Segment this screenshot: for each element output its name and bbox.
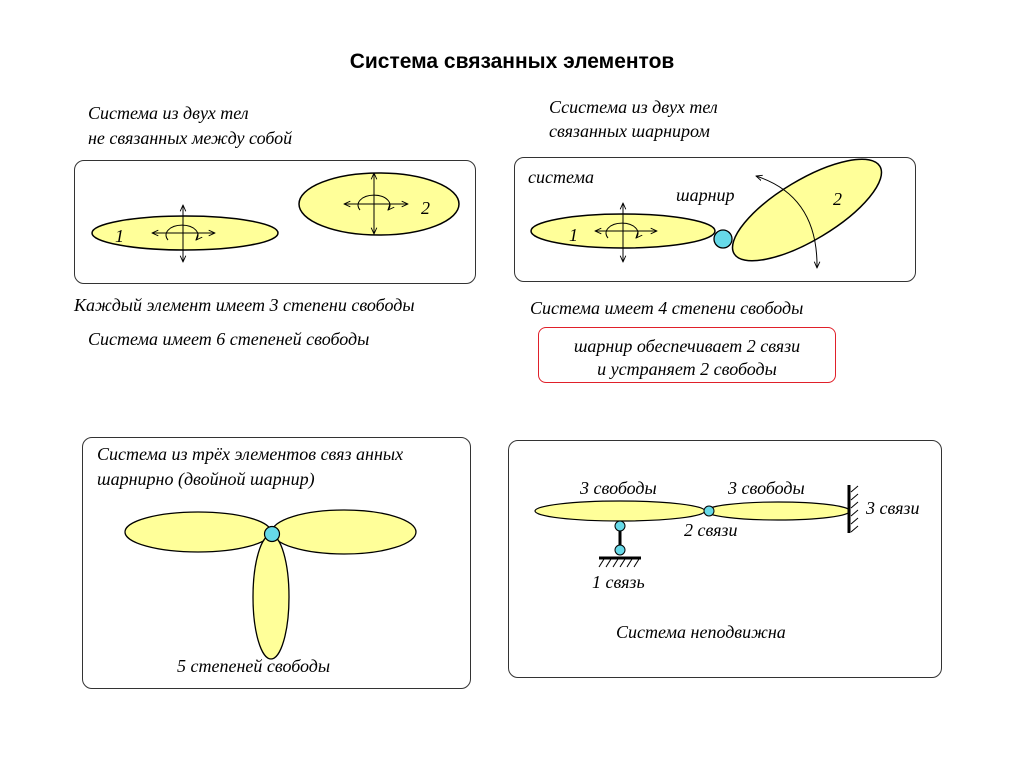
double-hinge-icon: [263, 525, 281, 543]
system-label: система: [528, 167, 594, 187]
hinged-body-2: [731, 158, 883, 262]
panel1-dof-system: Система имеет 6 степеней свободы: [88, 329, 370, 349]
ground-support-icon: [598, 520, 641, 568]
hinge-note-line1: шарнир обеспечивает 2 связи: [573, 336, 801, 356]
hinge-icon: [713, 229, 733, 249]
free-body-1: [91, 205, 279, 262]
hinged-body-1-label: 1: [569, 225, 578, 245]
panel3-dof-label: 5 степеней свободы: [177, 656, 331, 676]
panel3-caption-line1: Система из трёх элементов связ анных: [97, 444, 404, 464]
dof-cross-icon: [344, 173, 408, 234]
fixed-system-drawing: [534, 485, 859, 568]
free-body-2: [298, 172, 460, 236]
hinge-note-box: шарнир обеспечивает 2 связи и устраняет …: [538, 327, 836, 383]
free-body-2-label: 2: [421, 198, 430, 218]
hinged-body-2-label: 2: [833, 189, 842, 209]
panel1-caption-line2: не связанных между собой: [88, 128, 293, 148]
rotation-arrow-icon: [756, 176, 817, 268]
wall-clamp-icon: [847, 485, 859, 533]
support-links-label: 1 связь: [592, 572, 645, 592]
free-body-1-label: 1: [115, 226, 124, 246]
system-status: Система неподвижна: [616, 622, 786, 642]
hinge-note-line2: и устраняет 2 свободы: [597, 359, 777, 379]
panel-fixed-system: [508, 440, 942, 678]
panel1-dof-each: Каждый элемент имеет 3 степени свободы: [74, 295, 415, 315]
panel1-caption-line1: Система из двух тел: [88, 103, 249, 123]
dof-cross-icon: [595, 203, 657, 262]
wall-links-label: 3 связи: [866, 498, 920, 518]
panel3-caption-line2: шарнирно (двойной шарнир): [97, 469, 315, 489]
three-body-system: [124, 509, 417, 660]
page-title: Система связанных элементов: [349, 50, 675, 73]
panel2-dof-system: Система имеет 4 степени свободы: [530, 298, 804, 318]
hinge-links-label: 2 связи: [684, 520, 738, 540]
left-bar-dof: 3 свободы: [580, 478, 657, 498]
panel2-caption-line1: Ссистема из двух тел: [549, 97, 718, 117]
dof-cross-icon: [152, 205, 215, 262]
middle-hinge-icon: [703, 505, 715, 517]
hinged-body-1: [530, 203, 716, 262]
right-bar-dof: 3 свободы: [728, 478, 805, 498]
panel2-caption-line2: связанных шарниром: [549, 121, 710, 141]
hinge-label: шарнир: [676, 185, 735, 205]
